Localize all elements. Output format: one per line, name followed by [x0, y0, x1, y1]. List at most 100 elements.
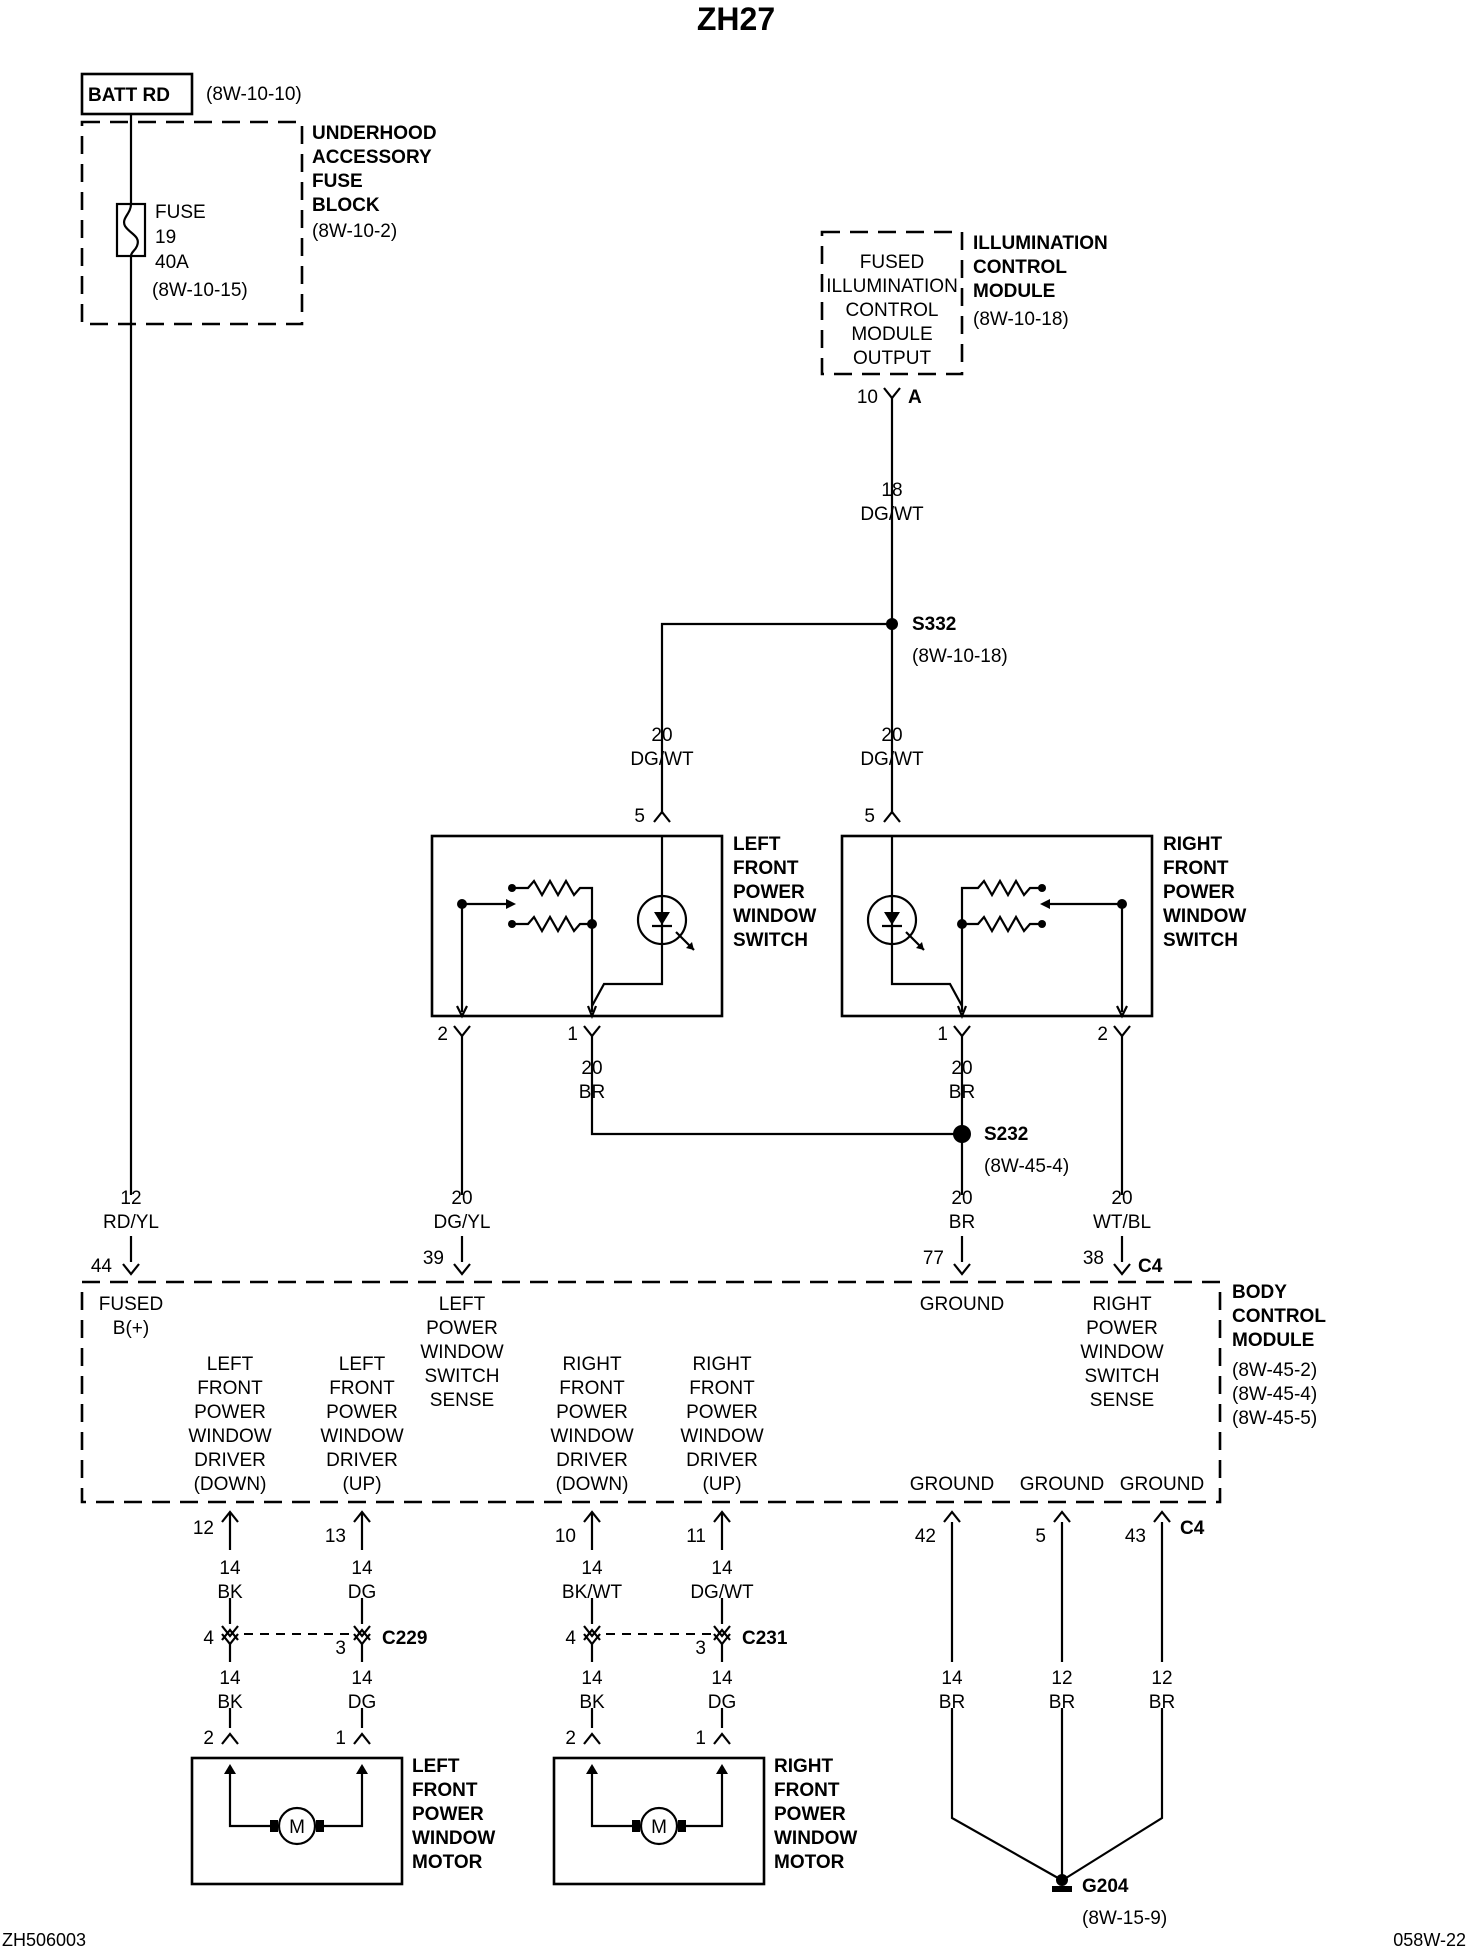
pin-b38-symbol — [1113, 1263, 1131, 1276]
fuse-block-outline — [80, 120, 304, 326]
svg-text:GROUND: GROUND — [1020, 1474, 1104, 1495]
svg-text:POWER: POWER — [326, 1402, 398, 1423]
right-switch-name: RIGHT FRONT POWER WINDOW SWITCH — [1163, 834, 1246, 951]
svg-text:ILLUMINATION: ILLUMINATION — [973, 233, 1108, 254]
svg-text:SENSE: SENSE — [1090, 1390, 1154, 1411]
svg-text:FUSED: FUSED — [860, 252, 924, 273]
ground-g204-label: G204 — [1082, 1876, 1129, 1897]
svg-text:(UP): (UP) — [702, 1474, 741, 1495]
pin-b44-symbol — [122, 1263, 140, 1276]
pin-sw-left-5-symbol — [653, 810, 671, 823]
svg-text:SWITCH: SWITCH — [1163, 930, 1238, 951]
ground-g204-ref: (8W-15-9) — [1082, 1908, 1167, 1929]
pin-rsw-2-symbol — [1113, 1025, 1131, 1038]
bcm-lf-up: LEFT FRONT POWER WINDOW DRIVER (UP) — [320, 1354, 403, 1495]
wire-g42-label: 14 BR — [939, 1668, 965, 1713]
svg-text:POWER: POWER — [194, 1402, 266, 1423]
left-motor-name: LEFT FRONT POWER WINDOW MOTOR — [412, 1756, 495, 1873]
pin-b43: 43 — [1125, 1526, 1146, 1547]
right-motor-name: RIGHT FRONT POWER WINDOW MOTOR — [774, 1756, 857, 1873]
svg-text:ACCESSORY: ACCESSORY — [312, 147, 432, 168]
svg-text:FRONT: FRONT — [412, 1780, 478, 1801]
svg-text:BR: BR — [949, 1212, 975, 1233]
svg-text:14: 14 — [581, 1558, 603, 1579]
svg-text:14: 14 — [351, 1668, 373, 1689]
batt-rd-label: BATT RD — [88, 85, 170, 106]
svg-text:14: 14 — [219, 1558, 241, 1579]
bcm-connector-bottom: C4 — [1180, 1518, 1205, 1539]
svg-text:SWITCH: SWITCH — [425, 1366, 500, 1387]
wire-lfu-bot-label: 14 DG — [348, 1668, 377, 1713]
wire-ground-43 — [1065, 1522, 1164, 1879]
svg-text:(8W-45-4): (8W-45-4) — [1232, 1384, 1317, 1405]
splice-s332-label: S332 — [912, 614, 956, 635]
svg-text:14: 14 — [219, 1668, 241, 1689]
svg-text:WT/BL: WT/BL — [1093, 1212, 1151, 1233]
pin-lm-1: 1 — [335, 1728, 346, 1749]
svg-text:DG/WT: DG/WT — [690, 1582, 754, 1603]
wire-g5-label: 12 BR — [1049, 1668, 1075, 1713]
svg-text:FRONT: FRONT — [774, 1780, 840, 1801]
fuse-block-name: UNDERHOOD ACCESSORY FUSE BLOCK — [312, 123, 437, 216]
svg-text:BLOCK: BLOCK — [312, 195, 380, 216]
svg-text:BR: BR — [1049, 1692, 1075, 1713]
pin-b5: 5 — [1035, 1526, 1046, 1547]
svg-text:BR: BR — [939, 1692, 965, 1713]
wire-sw-right-in-label: 20 DG/WT — [860, 725, 924, 770]
svg-text:FUSED: FUSED — [99, 1294, 163, 1315]
svg-text:POWER: POWER — [556, 1402, 628, 1423]
fuse-element — [123, 203, 139, 257]
svg-text:POWER: POWER — [774, 1804, 846, 1825]
svg-text:DG/WT: DG/WT — [860, 504, 924, 525]
pin-c231-4: 4 — [565, 1628, 576, 1649]
svg-text:BODY: BODY — [1232, 1282, 1287, 1303]
pin-rsw-1-symbol — [953, 1025, 971, 1038]
right-motor-icon — [639, 1806, 679, 1846]
svg-text:LEFT: LEFT — [207, 1354, 254, 1375]
pin-b39-symbol — [453, 1263, 471, 1276]
svg-text:UNDERHOOD: UNDERHOOD — [312, 123, 437, 144]
svg-text:(DOWN): (DOWN) — [556, 1474, 629, 1495]
wire-lsw-gnd-label: 20 BR — [579, 1058, 605, 1103]
pin-b43-symbol — [1153, 1510, 1171, 1523]
bcm-lf-down: LEFT FRONT POWER WINDOW DRIVER (DOWN) — [188, 1354, 271, 1495]
left-motor-circuit — [224, 1764, 368, 1846]
svg-text:14: 14 — [711, 1668, 733, 1689]
svg-text:WINDOW: WINDOW — [680, 1426, 763, 1447]
svg-text:DRIVER: DRIVER — [556, 1450, 628, 1471]
splice-s332-ref: (8W-10-18) — [912, 646, 1008, 667]
wire-stubs-top — [129, 1236, 1124, 1262]
svg-text:(8W-10-15): (8W-10-15) — [152, 280, 248, 301]
svg-text:LEFT: LEFT — [439, 1294, 486, 1315]
pin-b5-symbol — [1053, 1510, 1071, 1523]
svg-text:RIGHT: RIGHT — [1163, 834, 1223, 855]
pin-b12: 12 — [193, 1518, 214, 1539]
bcm-right-sense: RIGHT POWER WINDOW SWITCH SENSE — [1080, 1294, 1163, 1411]
svg-text:WINDOW: WINDOW — [774, 1828, 857, 1849]
pin-rm-1: 1 — [695, 1728, 706, 1749]
pin-b38: 38 — [1083, 1248, 1104, 1269]
bcm-name: BODY CONTROL MODULE — [1232, 1282, 1326, 1351]
c229-label: C229 — [382, 1628, 427, 1649]
svg-text:19: 19 — [155, 227, 176, 248]
pin-rm-1-symbol — [713, 1732, 731, 1745]
svg-text:20: 20 — [1111, 1188, 1132, 1209]
svg-text:B(+): B(+) — [113, 1318, 149, 1339]
svg-text:DG/WT: DG/WT — [630, 749, 694, 770]
svg-text:DRIVER: DRIVER — [194, 1450, 266, 1471]
pin-c231-3: 3 — [695, 1638, 706, 1659]
bcm-refs: (8W-45-2) (8W-45-4) (8W-45-5) — [1232, 1360, 1317, 1429]
wire-icm-out-label: 18 DG/WT — [860, 480, 924, 525]
wire-rfd-bot-label: 14 BK — [579, 1668, 605, 1713]
icm-pin-symbol — [883, 387, 901, 400]
splice-s232-ref: (8W-45-4) — [984, 1156, 1069, 1177]
svg-text:14: 14 — [941, 1668, 963, 1689]
wire-gnd77-label: 20 BR — [949, 1188, 975, 1233]
svg-text:20: 20 — [881, 725, 902, 746]
batt-rd-box — [80, 72, 194, 116]
left-motor-symbol: M — [289, 1817, 305, 1838]
svg-text:LEFT: LEFT — [733, 834, 781, 855]
icm-name: ILLUMINATION CONTROL MODULE — [973, 233, 1108, 302]
svg-text:FUSE: FUSE — [155, 202, 206, 223]
splice-s232-label: S232 — [984, 1124, 1028, 1145]
